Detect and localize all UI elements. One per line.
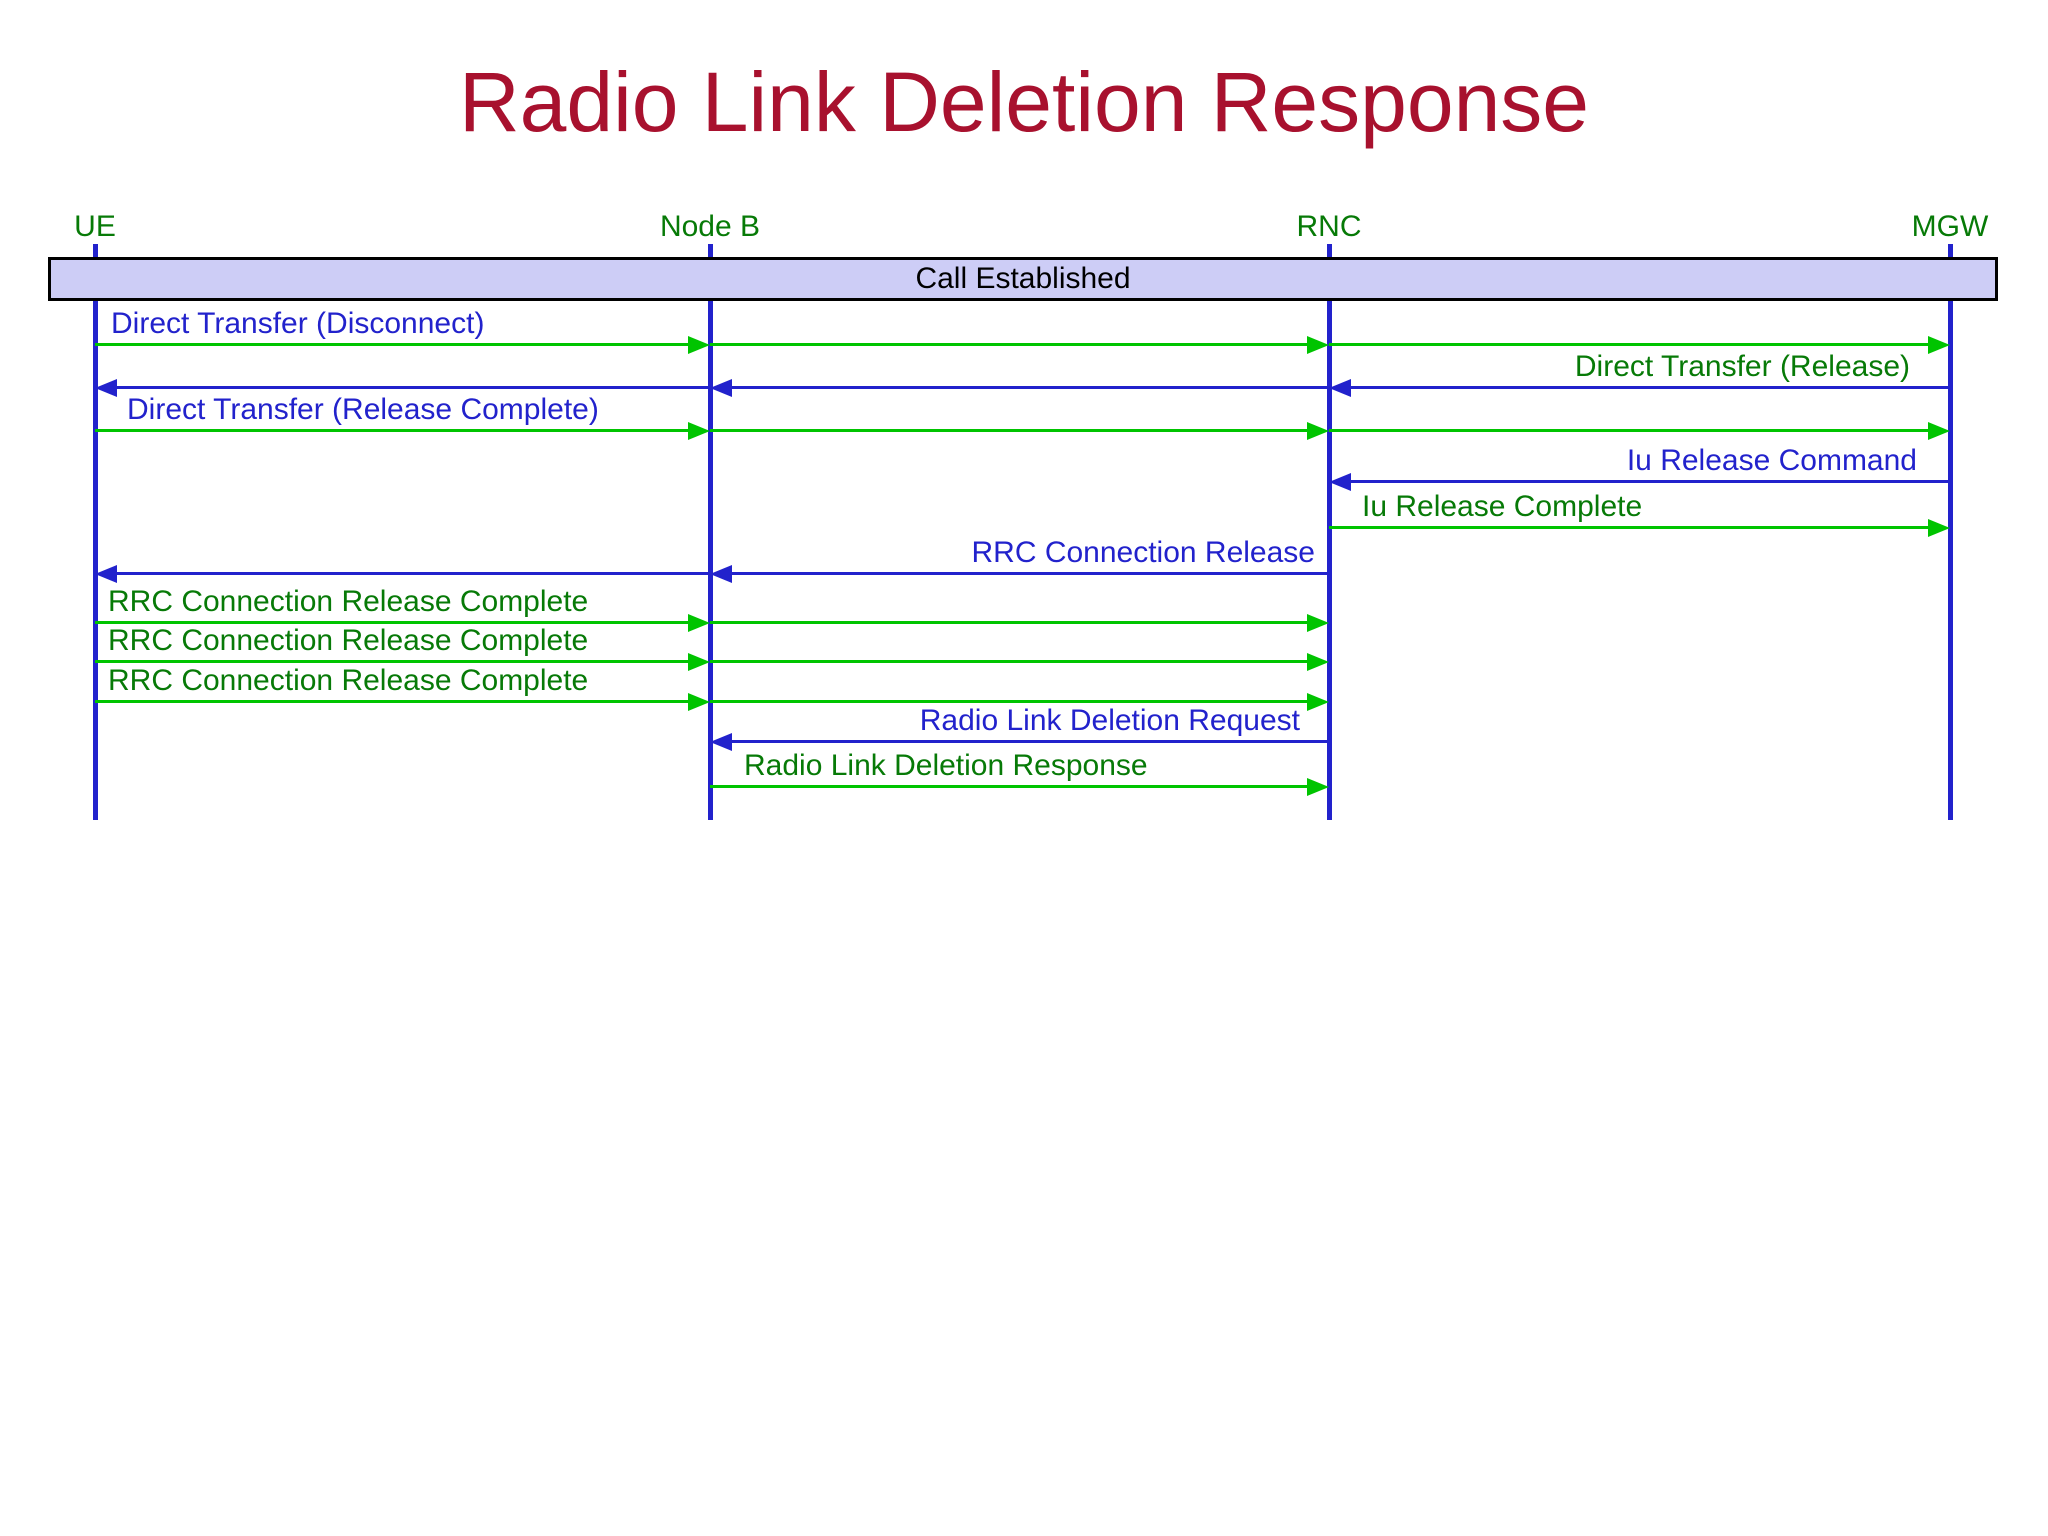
label-rrc-connection-release-complete-3: RRC Connection Release Complete — [108, 664, 589, 697]
actor-label-nodeb: Node B — [659, 210, 761, 243]
call-established-label: Call Established — [915, 262, 1131, 295]
message-line — [710, 343, 1311, 346]
message-line — [1347, 480, 1950, 483]
message-line — [113, 386, 710, 389]
arrowhead-right — [1307, 336, 1329, 354]
label-iu-release-complete: Iu Release Complete — [1362, 490, 1643, 523]
arrowhead-right — [1307, 653, 1329, 671]
message-line — [95, 343, 692, 346]
label-rrc-connection-release-complete-2: RRC Connection Release Complete — [108, 624, 589, 657]
message-line — [113, 572, 710, 575]
lifeline-rnc — [1327, 244, 1332, 820]
lifeline-nodeb — [708, 244, 713, 820]
actor-label-rnc: RNC — [1296, 210, 1362, 243]
page-title: Radio Link Deletion Response — [458, 55, 1590, 149]
arrowhead-left — [710, 379, 732, 397]
arrowhead-left — [1329, 379, 1351, 397]
arrowhead-right — [1928, 519, 1950, 537]
message-line — [728, 740, 1329, 743]
label-direct-transfer-disconnect: Direct Transfer (Disconnect) — [111, 307, 485, 340]
label-radio-link-deletion-response: Radio Link Deletion Response — [744, 749, 1148, 782]
call-established-band: Call Established — [48, 257, 1998, 301]
arrowhead-right — [1928, 336, 1950, 354]
arrowhead-right — [1307, 693, 1329, 711]
label-direct-transfer-release: Direct Transfer (Release) — [1574, 350, 1910, 383]
arrowhead-right — [1307, 422, 1329, 440]
message-line — [1329, 343, 1932, 346]
message-line — [1347, 386, 1950, 389]
lifeline-mgw — [1948, 244, 1953, 820]
arrowhead-right — [688, 336, 710, 354]
arrowhead-left — [95, 379, 117, 397]
arrowhead-right — [688, 653, 710, 671]
message-line — [710, 660, 1311, 663]
label-rrc-connection-release-complete-1: RRC Connection Release Complete — [108, 585, 589, 618]
actor-label-mgw: MGW — [1911, 210, 1989, 243]
arrowhead-right — [688, 422, 710, 440]
message-line — [710, 785, 1311, 788]
arrowhead-right — [688, 614, 710, 632]
message-line — [1329, 429, 1932, 432]
message-line — [1329, 526, 1932, 529]
arrowhead-right — [1928, 422, 1950, 440]
label-radio-link-deletion-request: Radio Link Deletion Request — [919, 704, 1300, 737]
message-line — [710, 700, 1311, 703]
label-iu-release-command: Iu Release Command — [1626, 444, 1917, 477]
message-line — [95, 429, 692, 432]
arrowhead-left — [95, 565, 117, 583]
message-line — [728, 572, 1329, 575]
arrowhead-left — [1329, 473, 1351, 491]
arrowhead-right — [1307, 778, 1329, 796]
actor-label-ue: UE — [74, 210, 116, 243]
message-line — [710, 429, 1311, 432]
message-line — [710, 621, 1311, 624]
message-line — [728, 386, 1329, 389]
label-rrc-connection-release: RRC Connection Release — [971, 536, 1315, 569]
arrowhead-left — [710, 565, 732, 583]
arrowhead-right — [1307, 614, 1329, 632]
message-line — [95, 660, 692, 663]
lifeline-ue — [93, 244, 98, 820]
arrowhead-left — [710, 733, 732, 751]
message-line — [95, 621, 692, 624]
arrowhead-right — [688, 693, 710, 711]
message-line — [95, 700, 692, 703]
label-direct-transfer-release-complete: Direct Transfer (Release Complete) — [127, 393, 599, 426]
